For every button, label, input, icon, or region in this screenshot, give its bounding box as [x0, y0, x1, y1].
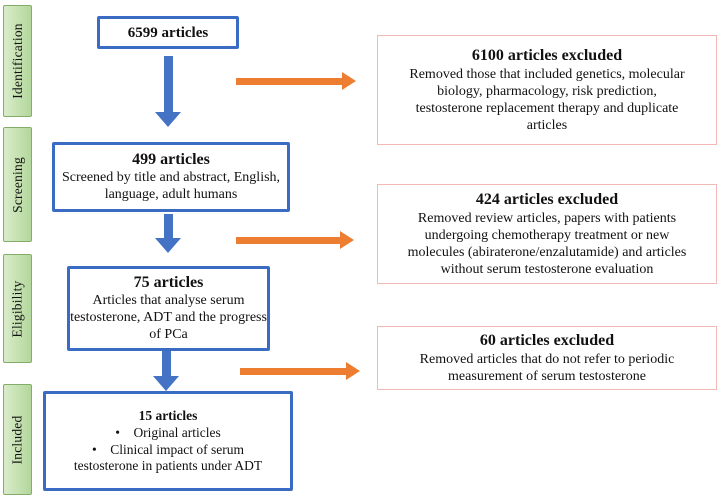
exclusion-arrow-right-icon — [236, 231, 354, 249]
flow-box-eligible-articles: 75 articles Articles that analyse serum … — [67, 266, 270, 351]
flow-box-screened-body: Screened by title and abstract, English,… — [61, 170, 281, 203]
included-bullet-item: Original articles — [66, 425, 271, 441]
arrow-head — [155, 238, 181, 253]
flow-box-included-articles: 15 articles Original articles Clinical i… — [43, 391, 293, 491]
stage-identification-label: Identification — [9, 23, 25, 99]
stage-included: Included — [3, 384, 32, 495]
excluded-box-identification-body: Removed those that included genetics, mo… — [409, 67, 685, 134]
flow-box-eligible-body: Articles that analyse serum testosterone… — [70, 293, 267, 342]
flow-box-identified-articles: 6599 articles — [97, 16, 239, 49]
stage-included-label: Included — [9, 415, 25, 464]
stage-eligibility-label: Eligibility — [9, 280, 25, 337]
arrow-shaft — [161, 351, 171, 376]
flow-arrow-down-icon — [155, 214, 181, 253]
stage-identification: Identification — [3, 5, 32, 117]
arrow-shaft — [236, 236, 340, 244]
included-bullet-list: Original articles Clinical impact of ser… — [66, 425, 271, 474]
arrow-head — [155, 112, 181, 127]
excluded-box-identification-title: 6100 articles excluded — [471, 46, 623, 64]
stage-eligibility: Eligibility — [3, 254, 32, 363]
excluded-box-eligibility: 60 articles excluded Removed articles th… — [377, 326, 717, 390]
arrow-shaft — [163, 56, 173, 112]
excluded-box-eligibility-body: Removed articles that do not refer to pe… — [419, 352, 675, 385]
arrow-head — [340, 231, 354, 249]
exclusion-arrow-right-icon — [240, 362, 360, 380]
excluded-box-identification: 6100 articles excluded Removed those tha… — [377, 35, 717, 145]
excluded-box-screening: 424 articles excluded Removed review art… — [377, 184, 717, 284]
flow-box-screened-title: 499 articles — [132, 151, 210, 169]
excluded-box-screening-title: 424 articles excluded — [475, 190, 619, 208]
flow-box-eligible-title: 75 articles — [133, 274, 204, 292]
exclusion-arrow-right-icon — [236, 72, 356, 90]
flow-arrow-down-icon — [153, 351, 179, 391]
stage-screening-label: Screening — [9, 156, 25, 213]
arrow-shaft — [163, 214, 173, 238]
flow-box-identified-title: 6599 articles — [127, 24, 209, 41]
stage-screening: Screening — [3, 127, 32, 242]
flow-box-screened-articles: 499 articles Screened by title and abstr… — [52, 142, 290, 212]
flow-box-included-title: 15 articles — [138, 408, 198, 424]
excluded-box-eligibility-title: 60 articles excluded — [479, 331, 615, 349]
flow-arrow-down-icon — [155, 56, 181, 127]
arrow-head — [342, 72, 356, 90]
arrow-shaft — [240, 367, 346, 375]
arrow-head — [153, 376, 179, 391]
arrow-shaft — [236, 77, 342, 85]
included-bullet-item: Clinical impact of serum testosterone in… — [66, 442, 271, 474]
arrow-head — [346, 362, 360, 380]
excluded-box-screening-body: Removed review articles, papers with pat… — [407, 211, 687, 278]
